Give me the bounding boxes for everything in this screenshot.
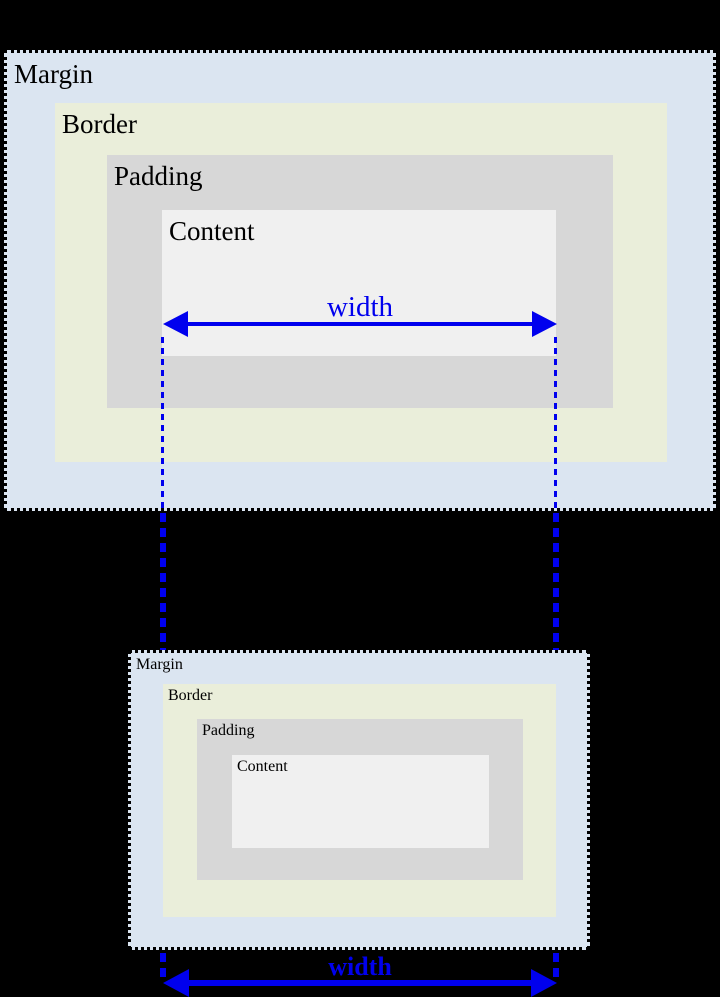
- bottom-border-box: Border Padding Content: [163, 684, 556, 917]
- bottom-padding-label: Padding: [202, 722, 255, 739]
- top-content-label: Content: [169, 216, 255, 246]
- top-content-box: Content: [162, 210, 556, 356]
- bottom-padding-box: Padding Content: [197, 719, 523, 880]
- guide-dashed-line-right-gap-segment: [553, 513, 559, 652]
- guide-dashed-line-left-top-segment: [161, 337, 164, 511]
- bottom-margin-label: Margin: [136, 656, 183, 673]
- bottom-content-box: Content: [232, 755, 489, 848]
- bottom-width-arrowhead-right-icon: [531, 969, 557, 997]
- bottom-width-arrow-line: [183, 980, 536, 986]
- top-width-arrow-line: [183, 322, 536, 326]
- bottom-border-label: Border: [168, 687, 213, 704]
- top-margin-box: Margin Border Padding Content: [4, 50, 716, 511]
- top-width-arrowhead-left-icon: [163, 311, 188, 337]
- guide-dashed-line-right-top-segment: [554, 337, 557, 511]
- bottom-content-label: Content: [237, 758, 288, 775]
- top-border-box: Border Padding Content: [55, 103, 667, 462]
- guide-dashed-line-left-tail-segment: [160, 953, 166, 980]
- bottom-margin-box: Margin Border Padding Content: [128, 650, 590, 950]
- guide-dashed-line-right-tail-segment: [553, 953, 559, 980]
- top-margin-label: Margin: [14, 59, 93, 89]
- top-width-arrowhead-right-icon: [532, 311, 557, 337]
- guide-dashed-line-left-gap-segment: [160, 513, 166, 652]
- top-padding-box: Padding Content: [107, 155, 613, 408]
- top-border-label: Border: [62, 109, 137, 139]
- bottom-width-arrowhead-left-icon: [163, 969, 189, 997]
- top-width-label: width: [326, 291, 394, 323]
- bottom-width-label: width: [328, 952, 392, 981]
- top-padding-label: Padding: [114, 161, 203, 191]
